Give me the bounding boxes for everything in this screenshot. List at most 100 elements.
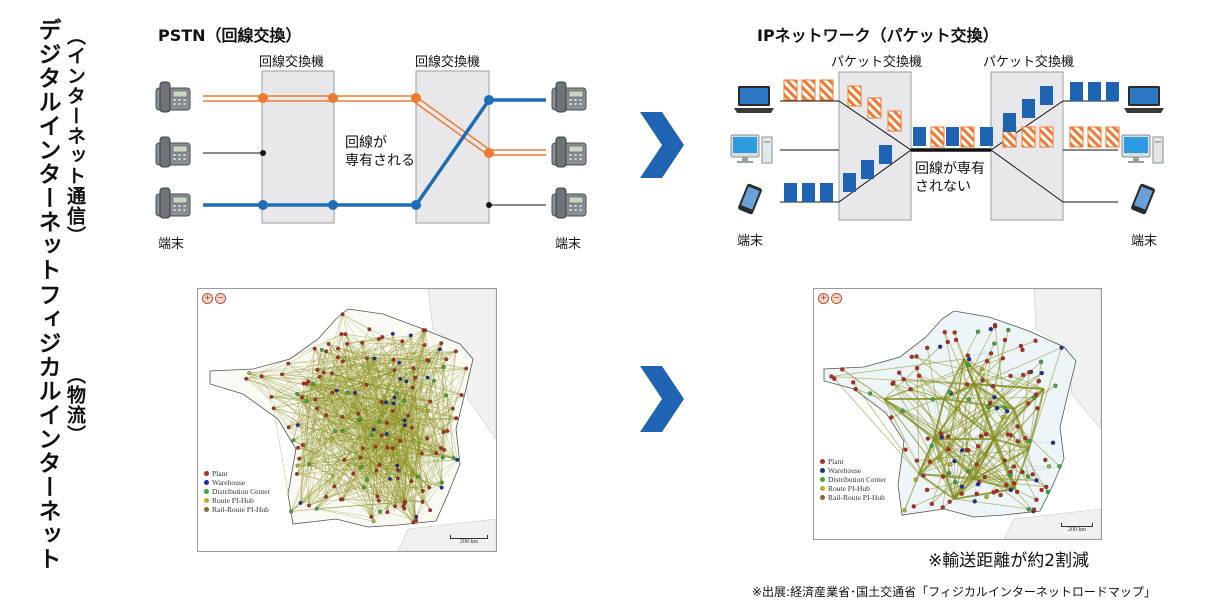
map-facility-marker bbox=[351, 471, 356, 476]
map-facility-marker bbox=[992, 322, 998, 328]
map-facility-marker bbox=[1053, 383, 1058, 388]
map-facility-marker bbox=[1027, 370, 1032, 375]
map-facility-marker bbox=[921, 473, 926, 478]
map-facility-marker bbox=[952, 330, 957, 335]
map-facility-marker bbox=[1039, 487, 1044, 493]
map-facility-marker bbox=[411, 438, 416, 443]
map-facility-marker bbox=[364, 477, 369, 482]
map-facility-marker bbox=[420, 489, 425, 493]
map-facility-marker bbox=[314, 506, 319, 511]
map-facility-marker bbox=[453, 349, 458, 354]
legend-item: Plant bbox=[820, 457, 886, 466]
map-facility-marker bbox=[464, 366, 469, 371]
ip-terminal-right-label: 端末 bbox=[1131, 234, 1158, 249]
legend-marker-icon bbox=[820, 468, 825, 473]
map-facility-marker bbox=[984, 494, 989, 500]
map-facility-marker bbox=[380, 335, 385, 340]
legend-label: Plant bbox=[212, 469, 228, 478]
map-facility-marker bbox=[890, 381, 895, 386]
map-facility-marker bbox=[350, 403, 355, 408]
map-facility-marker bbox=[972, 499, 977, 504]
map-facility-marker bbox=[307, 462, 311, 467]
map-facility-marker bbox=[1015, 424, 1020, 429]
map-facility-marker bbox=[340, 312, 345, 317]
map-zoom-controls[interactable]: + − bbox=[202, 293, 226, 304]
pstn-terminal-right-label: 端末 bbox=[555, 237, 582, 252]
map-facility-marker bbox=[345, 341, 349, 346]
map-facility-marker bbox=[903, 447, 908, 452]
map-facility-marker bbox=[361, 485, 366, 490]
map-facility-marker bbox=[271, 406, 276, 411]
map-facility-marker bbox=[401, 398, 406, 403]
map-facility-marker bbox=[373, 444, 378, 449]
map-facility-marker bbox=[1043, 457, 1048, 463]
telephone-icon bbox=[551, 187, 587, 219]
zoom-out-icon[interactable]: − bbox=[215, 293, 226, 304]
map-facility-marker bbox=[1059, 345, 1064, 350]
map-facility-marker bbox=[379, 433, 384, 438]
legend-marker-icon bbox=[820, 459, 825, 464]
telephone-icon bbox=[155, 187, 191, 219]
map-zoom-controls[interactable]: + − bbox=[818, 293, 842, 304]
source-note: ※出展:経済産業省･国土交通省「フィジカルインターネットロードマップ」 bbox=[752, 585, 1156, 599]
map-facility-marker bbox=[924, 487, 930, 493]
map-facility-marker bbox=[1038, 359, 1044, 364]
map-facility-marker bbox=[391, 401, 396, 406]
map-facility-marker bbox=[901, 377, 906, 382]
map-facility-marker bbox=[1018, 343, 1024, 349]
map-facility-marker bbox=[939, 435, 944, 440]
map-facility-marker bbox=[1002, 458, 1007, 463]
map-facility-marker bbox=[440, 455, 445, 460]
map-facility-marker bbox=[392, 395, 397, 400]
telephone-icon bbox=[155, 136, 191, 168]
pstn-switch-1 bbox=[261, 70, 335, 224]
map-facility-marker bbox=[334, 388, 339, 393]
map-facility-marker bbox=[387, 476, 392, 481]
map-facility-marker bbox=[1033, 392, 1039, 397]
map-scale: 200 km bbox=[1061, 523, 1093, 533]
map-facility-marker bbox=[1035, 406, 1040, 411]
legend-label: Rail-Route PI-Hub bbox=[828, 493, 885, 502]
map-facility-marker bbox=[1026, 438, 1032, 444]
map-facility-marker bbox=[942, 330, 947, 335]
map-facility-marker bbox=[914, 354, 919, 359]
zoom-out-icon[interactable]: − bbox=[831, 293, 842, 304]
map-facility-marker bbox=[365, 356, 369, 361]
map-facility-marker bbox=[853, 386, 858, 392]
ip-switch-2-label: パケット交換機 bbox=[983, 55, 1075, 70]
map-facility-marker bbox=[925, 345, 930, 350]
map-facility-marker bbox=[952, 458, 957, 464]
map-facility-marker bbox=[295, 423, 300, 427]
map-facility-marker bbox=[326, 341, 331, 346]
map-facility-marker bbox=[1014, 489, 1020, 495]
map-facility-marker bbox=[360, 340, 365, 345]
map-facility-marker bbox=[1004, 482, 1009, 488]
map-facility-marker bbox=[1036, 378, 1041, 384]
map-facility-marker bbox=[840, 367, 845, 372]
map-facility-marker bbox=[991, 490, 996, 495]
zoom-in-icon[interactable]: + bbox=[202, 293, 213, 304]
map-facility-marker bbox=[384, 420, 389, 425]
map-facility-marker bbox=[369, 515, 374, 519]
map-facility-marker bbox=[289, 509, 294, 514]
pstn-diagram bbox=[155, 70, 587, 224]
map-facility-marker bbox=[1015, 439, 1020, 444]
map-facility-marker bbox=[372, 356, 377, 361]
map-facility-marker bbox=[423, 328, 428, 333]
map-facility-marker bbox=[342, 458, 347, 462]
zoom-in-icon[interactable]: + bbox=[818, 293, 829, 304]
map-facility-marker bbox=[1045, 489, 1051, 494]
legend-item: Rail-Route PI-Hub bbox=[820, 493, 886, 502]
map-facility-marker bbox=[280, 372, 284, 377]
map-facility-marker bbox=[444, 393, 449, 398]
map-facility-marker bbox=[975, 329, 981, 334]
legend-marker-icon bbox=[204, 489, 209, 494]
map-facility-marker bbox=[400, 339, 405, 344]
map-facility-marker bbox=[330, 371, 334, 376]
map-facility-marker bbox=[938, 431, 944, 436]
map-facility-marker bbox=[1034, 478, 1039, 483]
map-facility-marker bbox=[360, 446, 365, 451]
map-facility-marker bbox=[312, 346, 317, 351]
